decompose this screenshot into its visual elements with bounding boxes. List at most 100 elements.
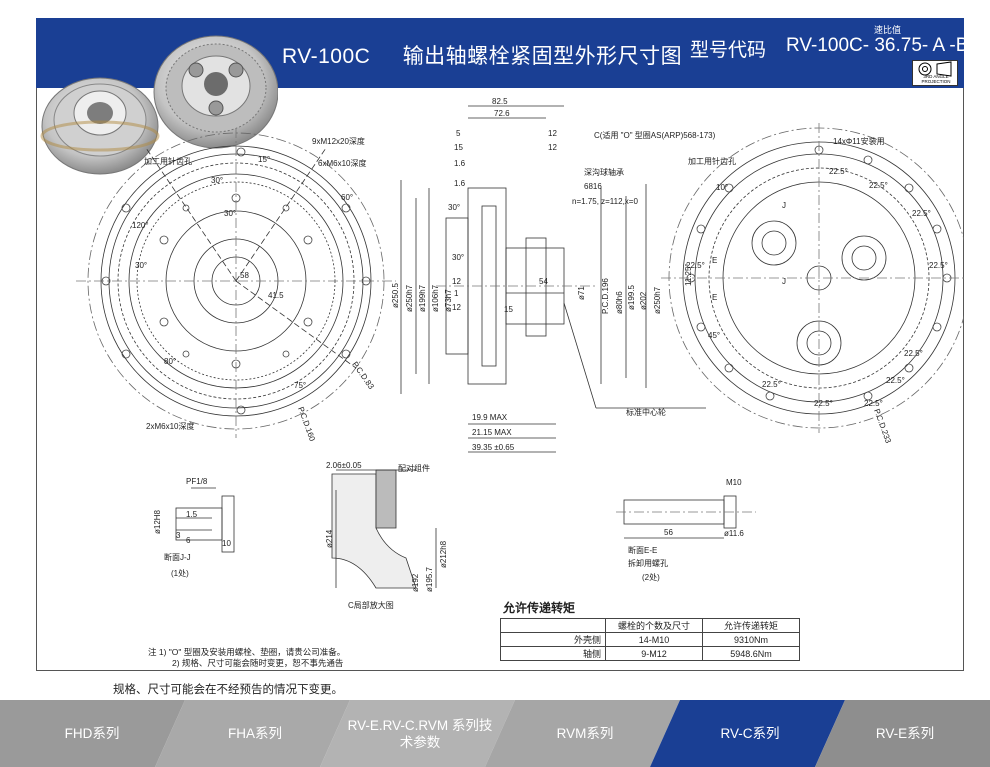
front-view-right-labels: 加工用针齿孔 14xΦ11安装用 22.5° 22.5° 22.5° 22.5°…: [684, 136, 948, 445]
projection-label: 3RD ANGLE PROJECTION: [921, 74, 951, 84]
nav-tab-tech-bg[interactable]: [320, 700, 515, 767]
table-header-cell: [500, 618, 606, 633]
side-section-view: [400, 105, 706, 453]
ratio-label: 速比值: [874, 25, 902, 35]
dim-label: 15: [454, 143, 463, 152]
angle-label: 15°: [258, 155, 270, 164]
dim-label: 19.9 MAX: [472, 413, 508, 422]
dim-label: ø250.5: [391, 283, 400, 308]
nav-tab-rve-bg[interactable]: [815, 700, 990, 767]
table-cell: 14-M10: [605, 632, 703, 647]
angle-label: 30°: [211, 176, 223, 185]
dim-label: 12: [452, 303, 461, 312]
series-nav-bar: [0, 700, 990, 767]
section-mark: J: [782, 277, 786, 286]
detail-c-title: C局部放大图: [348, 600, 394, 610]
torque-table: 螺栓的个数及尺寸 允许传递转矩 外壳侧 14-M10 9310Nm 轴侧 9-M…: [500, 618, 800, 661]
nav-tab-fhd[interactable]: FHD系列: [64, 726, 120, 741]
dim-label: ø202: [639, 291, 648, 310]
product-photo: [40, 35, 278, 175]
dim-label: 12: [452, 277, 461, 286]
nav-tab-fha-bg[interactable]: [155, 700, 350, 767]
angle-label: 22.5°: [904, 349, 923, 358]
dim-label: 12: [548, 143, 557, 152]
dim-label: 54: [539, 277, 548, 286]
dim-label: ø106h7: [431, 284, 440, 312]
projection-symbol: 3RD ANGLE PROJECTION: [912, 60, 958, 86]
nav-tab-rvc-bg[interactable]: [650, 700, 845, 767]
section-mark: E: [712, 256, 717, 265]
table-header-cell: 螺栓的个数及尺寸: [605, 618, 703, 633]
callout-mating: 配对组件: [398, 463, 430, 473]
table-cell: 外壳侧: [500, 632, 606, 647]
dim-label: P.C.D.196: [601, 278, 610, 314]
diameter-label: 41.5: [268, 291, 284, 300]
diameter-label: 58: [240, 271, 249, 280]
nav-tab-fha[interactable]: FHA系列: [228, 726, 282, 741]
nav-tab-rve[interactable]: RV-E系列: [875, 726, 935, 741]
angle-label: 22.5°: [912, 209, 931, 218]
nav-tab-rvm-bg[interactable]: [485, 700, 680, 767]
section-jj: [175, 487, 235, 553]
pcd-label: P.C.D.160: [296, 406, 317, 443]
section-ee: [616, 495, 756, 539]
dim-label: 1.6: [454, 179, 466, 188]
dim-label: M10: [726, 478, 742, 487]
pcd-label: P.C.D.83: [350, 360, 376, 391]
dim-label: 21.15 MAX: [472, 428, 512, 437]
table-cell: 9310Nm: [702, 632, 800, 647]
table-cell: 5948.6Nm: [702, 646, 800, 661]
model-code-value: RV-100C- 36.75- A -B: [786, 35, 969, 56]
dim-label: ø71: [577, 286, 586, 300]
angle-label: 80°: [164, 357, 176, 366]
callout-mount-holes: 14xΦ11安装用: [833, 136, 885, 146]
callout-gear-spec: n=1.75, z=112,x=0: [572, 197, 638, 206]
dim-label: ø11.6: [724, 529, 744, 538]
model-code-label: 型号代码: [690, 40, 767, 61]
table-row: 外壳侧 14-M10 9310Nm: [500, 632, 800, 647]
nav-tab-fhd-bg[interactable]: [0, 700, 185, 767]
angle-label: 22.5°: [814, 399, 833, 408]
section-jj-labels: PF1/8 ø12H8 1.5 6 3 10 断面J-J (1处): [153, 477, 231, 578]
dim-label: ø214: [325, 529, 334, 548]
side-section-labels: 82.5 72.6 5 12 15 1.6 1.6 12 C(适用 "O" 型圈…: [391, 97, 716, 452]
angle-label: 22.5°: [869, 181, 888, 190]
section-ee-subtitle: 拆卸用螺孔: [628, 558, 668, 568]
dim-label: 2.06±0.05: [326, 461, 362, 470]
disclaimer-text: 规格、尺寸可能会在不经预告的情况下变更。: [113, 684, 343, 696]
nav-tab-rvc[interactable]: RV-C系列: [720, 726, 780, 741]
callout-oring: C(适用 "O" 型圈AS(ARP)568-173): [594, 130, 716, 140]
callout-bearing: 深沟球轴承: [584, 167, 624, 177]
callout-pin-hole: 加工用针齿孔: [144, 156, 192, 166]
section-ee-count: (2处): [642, 572, 660, 582]
callout-center-gear: 标准中心轮: [626, 407, 666, 417]
section-mark: E: [712, 293, 717, 302]
dim-label: 39.35 ±0.65: [472, 443, 515, 452]
dim-label: ø80h6: [615, 291, 624, 314]
callout-bearing-no: 6816: [584, 182, 602, 191]
torque-table-title: 允许传递转矩: [503, 601, 576, 615]
dim-label: ø73h7: [444, 289, 453, 312]
callout-bolt-m6x10: 2xM6x10深度: [146, 421, 194, 431]
dim-label: ø250h7: [653, 286, 662, 314]
page-title: RV-100C 输出轴螺栓紧固型外形尺寸图: [282, 40, 682, 70]
dim-label: ø192: [411, 573, 420, 592]
table-row: 轴侧 9-M12 5948.6Nm: [500, 646, 800, 661]
dim-label: 15: [504, 305, 513, 314]
table-header-cell: 允许传递转矩: [702, 618, 800, 633]
model-name: RV-100C: [282, 45, 371, 68]
section-jj-title: 断面J-J: [164, 552, 191, 562]
angle-label: 75°: [294, 381, 306, 390]
dim-label: ø195.7: [425, 567, 434, 592]
nav-tab-tech-params[interactable]: RV-E.RV-C.RVM 系列技术参数: [347, 717, 493, 750]
table-cell: 轴侧: [500, 646, 606, 661]
dim-label: PF1/8: [186, 477, 208, 486]
angle-label: 60°: [341, 193, 353, 202]
angle-label: 22.5°: [762, 380, 781, 389]
nav-tab-rvm[interactable]: RVM系列: [556, 726, 614, 741]
note-2: 2) 规格、尺寸可能会随时变更，恕不事先通告: [172, 658, 344, 668]
dim-label: 72.6: [494, 109, 510, 118]
drawing-title: 输出轴螺栓紧固型外形尺寸图: [402, 45, 683, 68]
front-view-left: [76, 128, 396, 438]
dim-label: 6: [186, 536, 191, 545]
